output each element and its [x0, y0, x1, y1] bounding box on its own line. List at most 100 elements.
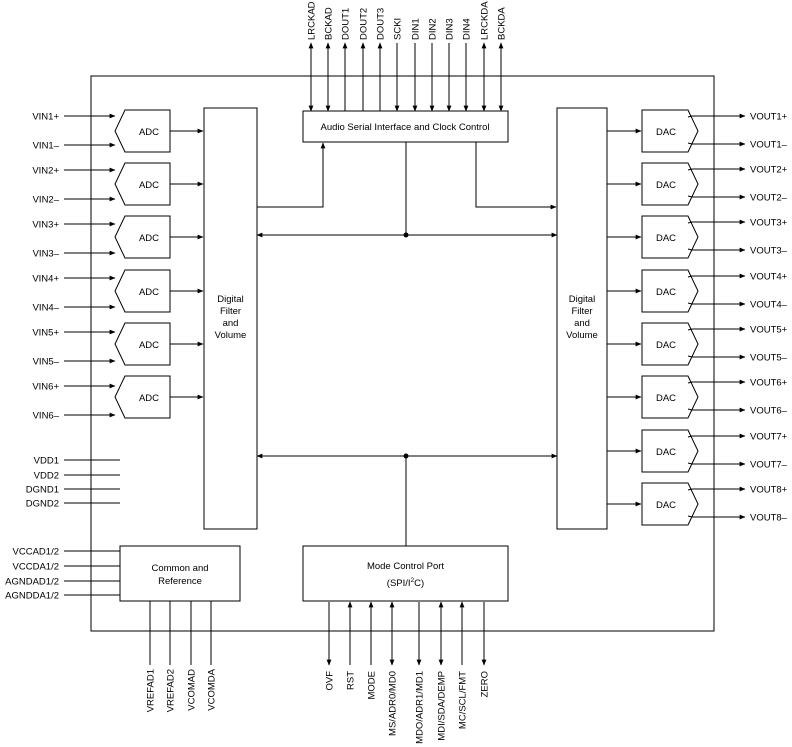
pin-vout8: VOUT8– [750, 513, 788, 524]
pin-vout4: VOUT4– [750, 300, 788, 311]
pin-din3: DIN3 [445, 18, 456, 112]
pin-vrefad1: VREFAD1 [146, 601, 157, 712]
pin-label-vcomda: VCOMDA [207, 668, 218, 710]
pin-vin3: VIN3– [33, 249, 60, 260]
pin-vout3: VOUT3+ [750, 218, 788, 229]
pin-label-bckda: BCKDA [497, 7, 508, 40]
adc-block [114, 109, 171, 153]
pin-label-vccad1-2: VCCAD1/2 [13, 547, 59, 558]
digital-filter-right-block: Digital Filter and Volume [556, 107, 608, 530]
pin-label-scki: SCKI [393, 18, 404, 40]
pin-vdd2: VDD2 [34, 471, 120, 482]
pin-vdd1: VDD1 [34, 456, 120, 467]
dac-block [641, 322, 699, 366]
pin-vout3: VOUT3– [750, 246, 788, 257]
pin-label-vdd1: VDD1 [34, 456, 59, 467]
dac-label: DAC [656, 233, 676, 244]
pin-vin2: VIN2– [33, 195, 60, 206]
pin-vrefad2: VREFAD2 [166, 601, 177, 712]
common-ref-line1: Common and [151, 563, 208, 574]
pin-label-din4: DIN4 [462, 18, 473, 40]
pin-vin1: VIN1+ [32, 112, 59, 123]
pin-vout2: VOUT2+ [750, 165, 788, 176]
pin-label-lrckda: LRCKDA [480, 1, 491, 40]
adc-block [114, 215, 171, 259]
adc-block [114, 269, 171, 313]
pin-vccda1-2: VCCDA1/2 [13, 562, 120, 573]
pin-scki: SCKI [393, 18, 404, 112]
pin-mode: MODE [367, 601, 378, 700]
pin-label-mdo-adr1-md1: MDO/ADR1/MD1 [415, 671, 426, 744]
pin-label-din2: DIN2 [428, 18, 439, 40]
pin-label-agndda1-2: AGNDDA1/2 [5, 591, 59, 602]
pin-vout1: VOUT1– [750, 140, 788, 151]
chip-outline [90, 75, 715, 632]
pin-label-lrckad: LRCKAD [307, 1, 318, 40]
digital-filter-left-block: Digital Filter and Volume [203, 107, 258, 530]
dfv-left-line3: and [223, 318, 239, 329]
pin-vin1: VIN1– [33, 141, 60, 152]
pin-label-rst: RST [346, 671, 357, 690]
dac-block [641, 482, 699, 526]
pin-label-bckad: BCKAD [324, 7, 335, 40]
adc-block [114, 162, 171, 206]
pin-label-vccda1-2: VCCDA1/2 [13, 562, 59, 573]
pin-agndda1-2: AGNDDA1/2 [5, 591, 120, 602]
pin-vin2: VIN2+ [32, 166, 59, 177]
adc-block [114, 322, 171, 366]
dac-block [641, 375, 699, 419]
pin-dgnd1: DGND1 [26, 485, 120, 496]
pin-label-agndad1-2: AGNDAD1/2 [5, 577, 59, 588]
dac-label: DAC [656, 393, 676, 404]
pin-lrckda: LRCKDA [480, 1, 491, 112]
adc-label: ADC [139, 180, 159, 191]
pin-vout5: VOUT5– [750, 353, 788, 364]
pin-rst: RST [346, 601, 357, 690]
dac-label: DAC [656, 500, 676, 511]
adc-label: ADC [139, 287, 159, 298]
pin-label-dout2: DOUT2 [359, 8, 370, 40]
adc-block [114, 375, 171, 419]
pin-lrckad: LRCKAD [307, 1, 318, 112]
pin-mdi-sda-demp: MDI/SDA/DEMP [437, 601, 448, 741]
top-pins: LRCKAD BCKAD DOUT1 DOUT2 DOUT3 SCKI DIN1 DIN2 DI… [307, 1, 508, 112]
pin-vout7: VOUT7+ [750, 432, 788, 443]
dac-channel-3: DAC VOUT3+ VOUT3– [607, 215, 788, 259]
pin-din4: DIN4 [462, 18, 473, 112]
pin-vccad1-2: VCCAD1/2 [13, 547, 120, 558]
pin-din1: DIN1 [411, 18, 422, 112]
pin-label-dgnd1: DGND1 [26, 485, 59, 496]
pin-label-dout1: DOUT1 [341, 8, 352, 40]
pin-ovf: OVF [325, 602, 336, 691]
dac-channels: DACVOUT1+VOUT1–DACVOUT2+VOUT2–DACVOUT3+V… [607, 109, 788, 526]
dfv-left-line2: Filter [220, 306, 241, 317]
pin-label-ovf: OVF [325, 671, 336, 691]
mode-control-port-block: Mode Control Port (SPI/I2C) [302, 545, 509, 602]
pin-vcomad: VCOMAD [187, 601, 198, 711]
pin-bckda: BCKDA [497, 7, 508, 112]
pin-label-mc-scl-fmt: MC/SCL/FMT [458, 671, 469, 729]
common-ref-line2: Reference [158, 576, 202, 587]
pin-label-din1: DIN1 [411, 18, 422, 40]
pin-dout3: DOUT3 [376, 8, 387, 111]
dac-label: DAC [656, 340, 676, 351]
pin-label-dout3: DOUT3 [376, 8, 387, 40]
pin-label-zero: ZERO [480, 671, 491, 697]
internal-buses [256, 142, 558, 546]
mode-control-subtitle: (SPI/I2C) [387, 577, 424, 589]
pin-label-vrefad2: VREFAD2 [166, 669, 177, 712]
pin-label-vrefad1: VREFAD1 [146, 669, 157, 712]
dac-label: DAC [656, 180, 676, 191]
pin-label-vdd2: VDD2 [34, 471, 59, 482]
adc-label: ADC [139, 393, 159, 404]
